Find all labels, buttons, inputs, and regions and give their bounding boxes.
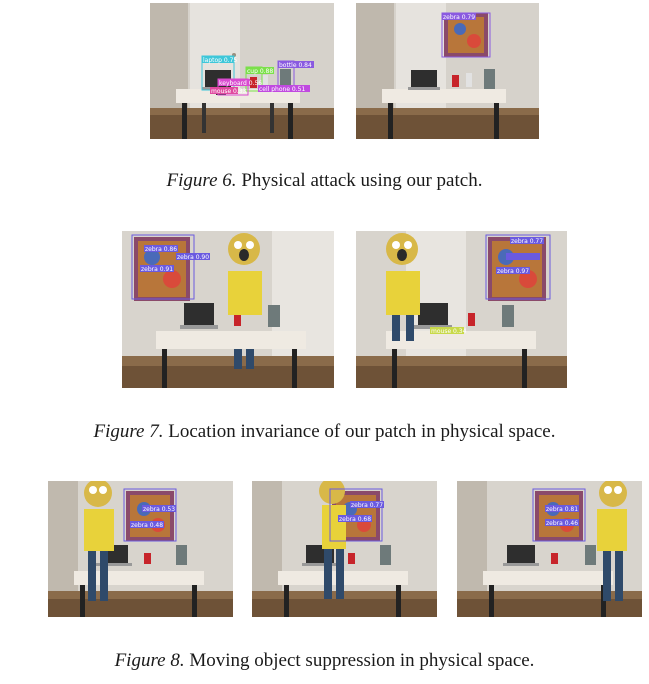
detection-label: laptop 0.75 (203, 57, 237, 64)
figure7-left-photo: zebra 0.86 zebra 0.90 zebra 0.91 (122, 231, 334, 388)
figure7-caption-text: Location invariance of our patch in phys… (168, 421, 556, 442)
figure6-caption-label: Figure 6. (166, 170, 237, 191)
figure8-middle-photo: zebra 0.77 zebra 0.68 (252, 481, 437, 617)
figure6-left-detections: laptop 0.75 cup 0.88 bottle 0.84 keyboar… (150, 3, 334, 139)
detection-label: zebra 0.46 (546, 520, 578, 527)
figure8-left-photo: zebra 0.53 zebra 0.48 (48, 481, 233, 617)
figure7-caption-label: Figure 7. (93, 421, 164, 442)
detection-label: mouse 0.34 (431, 328, 467, 335)
detection-label: zebra 0.79 (443, 14, 475, 21)
detection-label: zebra 0.77 (351, 502, 383, 509)
figure6-left-photo: laptop 0.75 cup 0.88 bottle 0.84 keyboar… (150, 3, 334, 139)
figure6-caption-text: Physical attack using our patch. (241, 170, 483, 191)
detection-label: cup 0.88 (247, 68, 273, 75)
figure6-right-photo: zebra 0.79 (356, 3, 539, 139)
figure8-caption-text: Moving object suppression in physical sp… (189, 650, 535, 671)
figure7-right-photo: zebra 0.77 zebra 0.97 mouse 0.34 (356, 231, 567, 388)
detection-label: zebra 0.77 (511, 238, 543, 245)
figure8-right-photo: zebra 0.81 zebra 0.46 (457, 481, 642, 617)
detection-label: mouse 0.33 (211, 88, 247, 95)
figure8-caption-label: Figure 8. (114, 650, 185, 671)
detection-label: zebra 0.81 (546, 506, 578, 513)
figure7-caption: Figure 7. Location invariance of our pat… (0, 421, 649, 443)
detection-label: zebra 0.68 (339, 516, 371, 523)
detection-label: bottle 0.84 (279, 62, 312, 69)
detection-label: zebra 0.53 (143, 506, 175, 513)
detection-label: zebra 0.86 (145, 246, 177, 253)
detection-label: zebra 0.91 (141, 266, 173, 273)
detection-label: keyboard 0.56 (219, 80, 262, 87)
detection-label: zebra 0.48 (131, 522, 163, 529)
figure8-caption: Figure 8. Moving object suppression in p… (0, 650, 649, 672)
detection-label: zebra 0.90 (177, 254, 209, 261)
detection-label: cell phone 0.51 (259, 86, 305, 93)
figure6-caption: Figure 6. Physical attack using our patc… (0, 170, 649, 192)
detection-label: zebra 0.97 (497, 268, 529, 275)
